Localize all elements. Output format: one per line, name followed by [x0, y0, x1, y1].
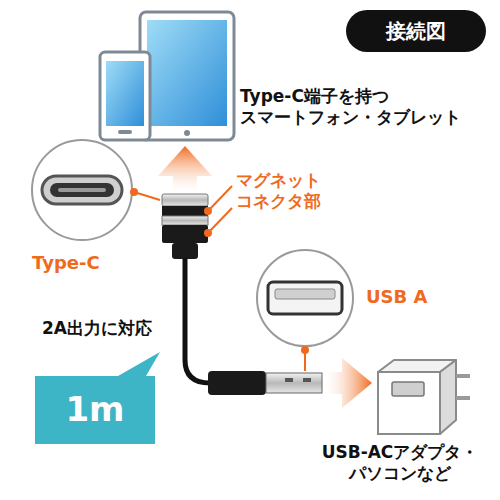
leader-line [301, 346, 309, 371]
usb-a-port-zoom [257, 250, 353, 346]
type-c-port-zoom [32, 140, 132, 240]
tablet-icon [140, 12, 234, 140]
device-label: USB-ACアダプタ・ パソコンなど [308, 442, 492, 485]
leader-line [204, 186, 232, 237]
title-badge: 接続図 [346, 10, 486, 52]
length-callout: 1m [35, 376, 155, 444]
leader-line [130, 188, 160, 200]
connector-label: Type-C [32, 252, 100, 275]
connector-label: USB A [366, 286, 428, 309]
callout-pointer [118, 352, 160, 376]
magnetic-connector [162, 194, 208, 259]
device-label: Type-C端子を持つ スマートフォン・タブレット [240, 86, 480, 129]
direction-arrow [326, 358, 372, 408]
title: 接続図 [386, 18, 446, 45]
smartphone-icon [100, 52, 150, 140]
callout-text: 1m [65, 391, 124, 428]
cable [185, 258, 210, 383]
usb-a-plug [208, 371, 322, 395]
ac-adapter-icon [378, 360, 470, 434]
spec-note: 2A出力に対応 [42, 318, 152, 339]
direction-arrow [158, 146, 212, 192]
part-label: マグネット コネクタ部 [236, 170, 348, 213]
